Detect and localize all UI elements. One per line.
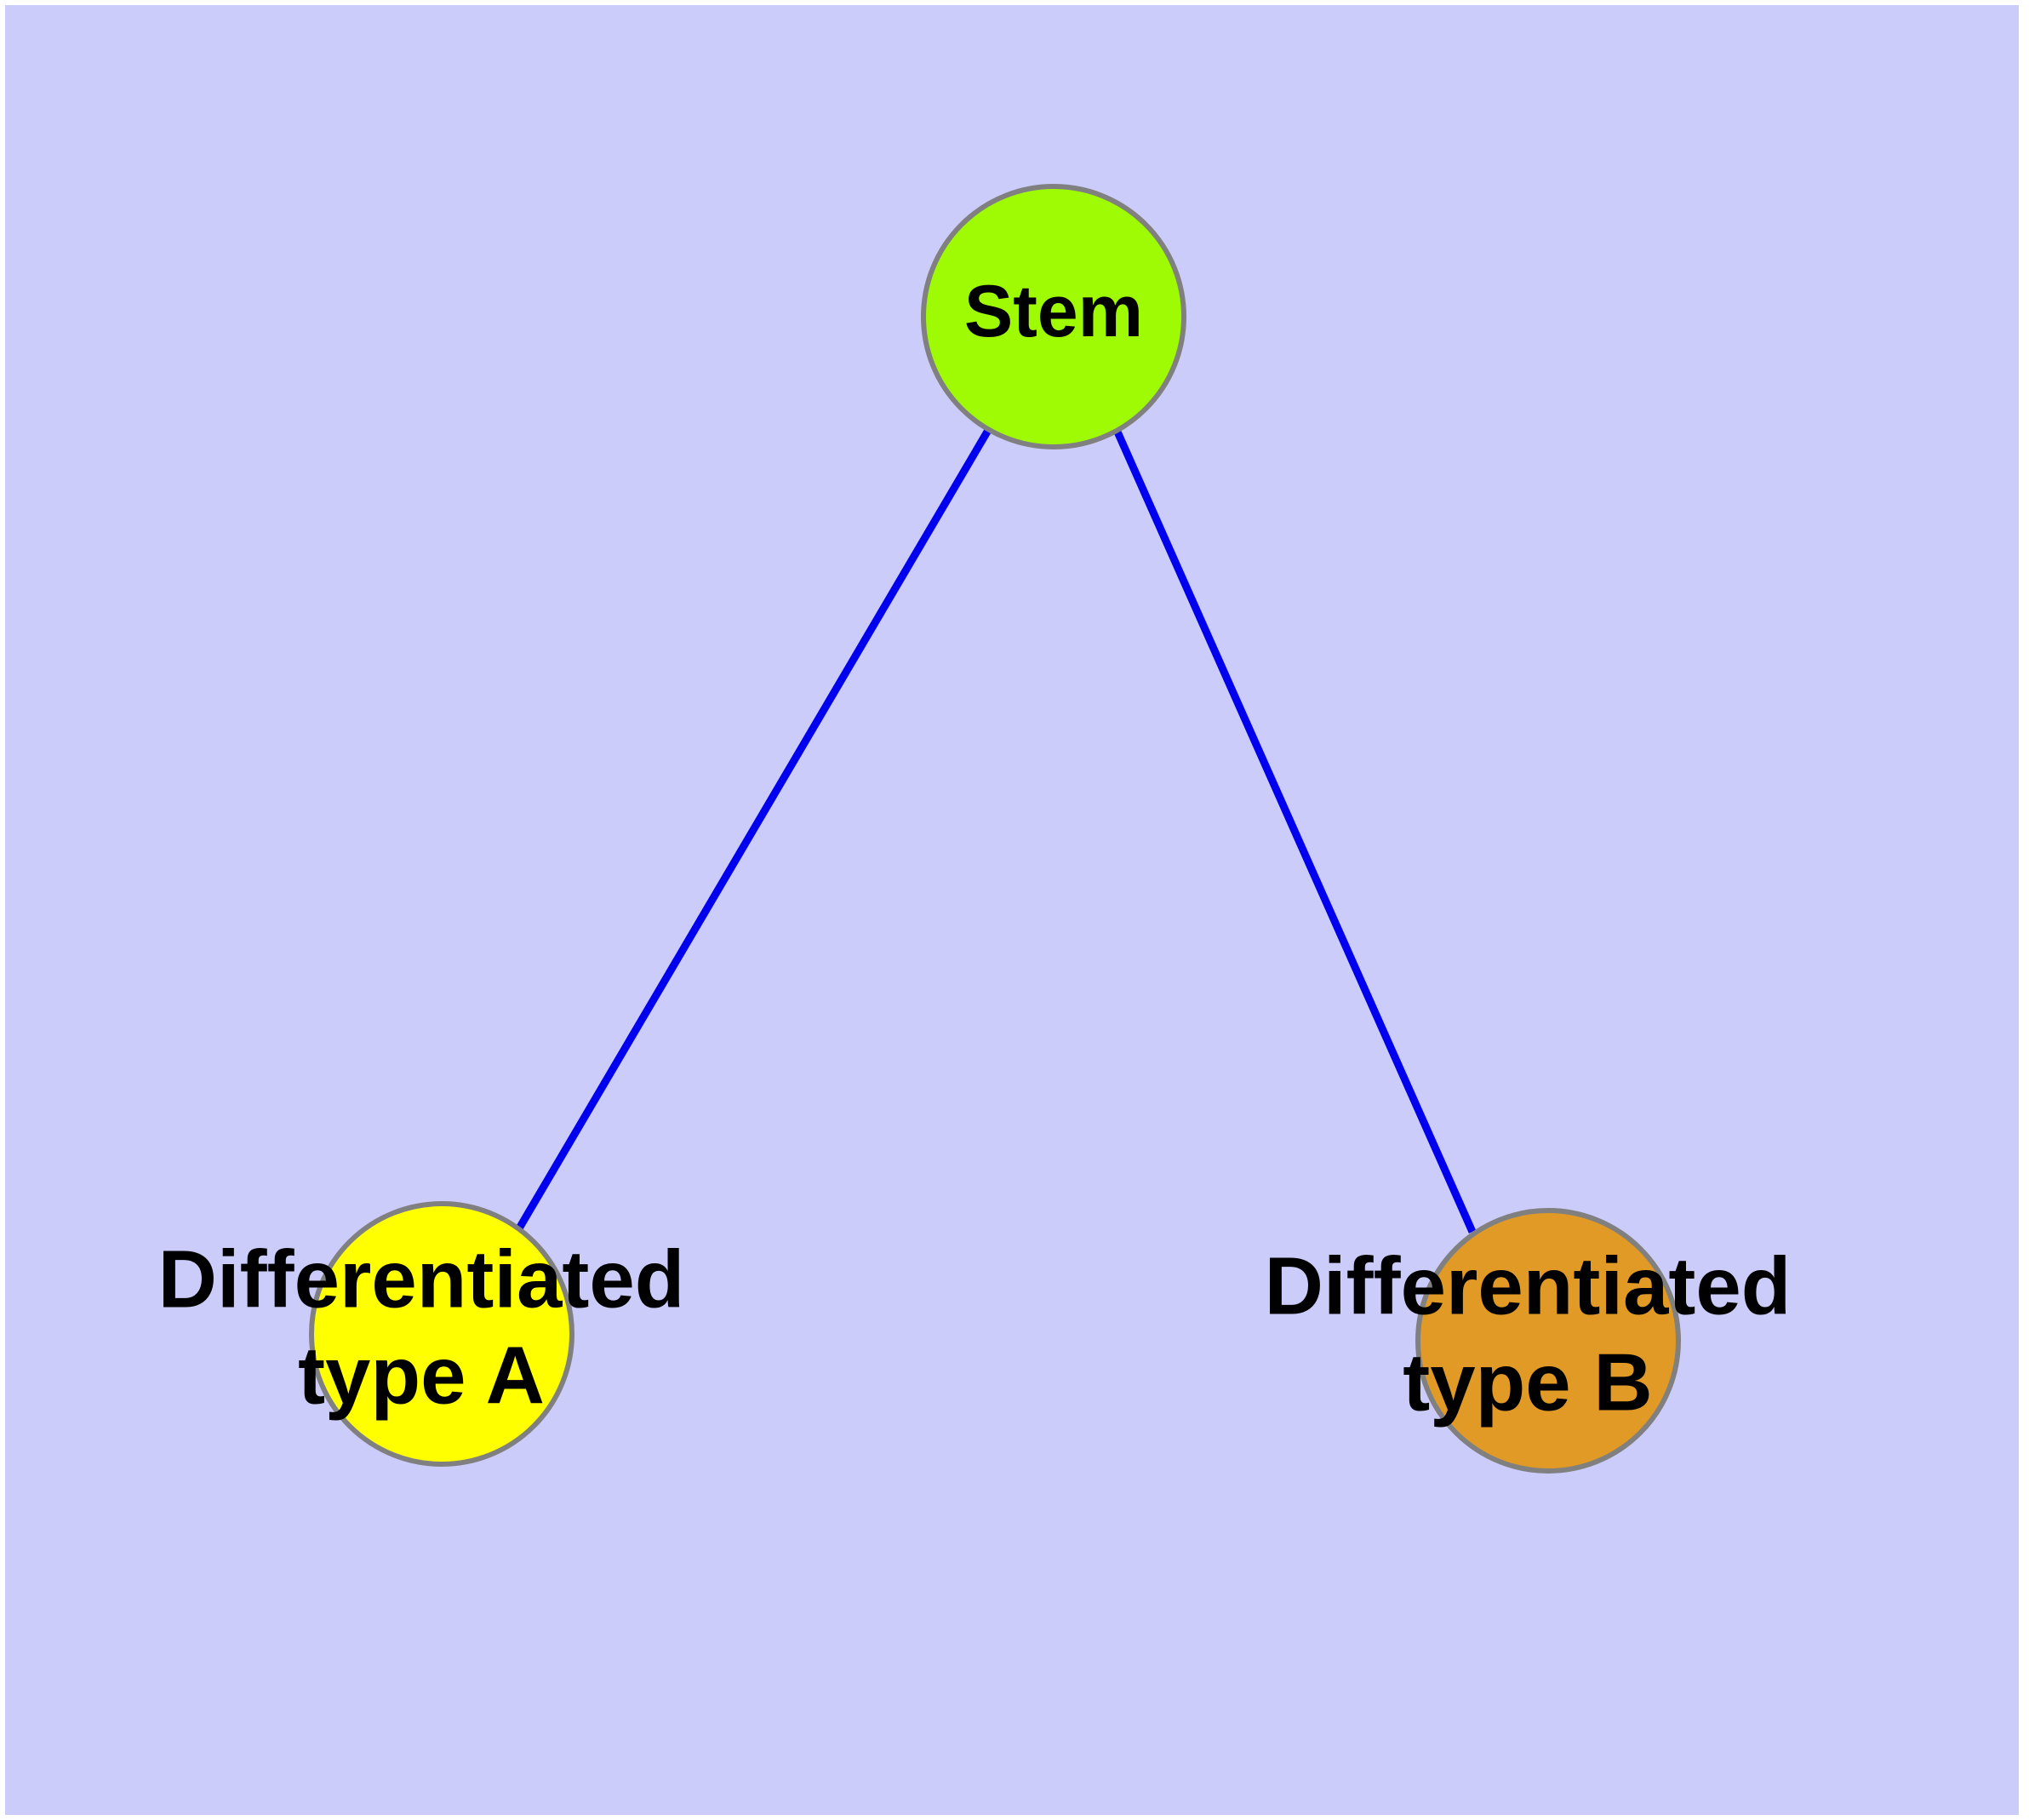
- edges-layer: [516, 425, 1477, 1233]
- nodes-layer: [309, 184, 1681, 1474]
- node-label-stem: Stem: [964, 271, 1143, 352]
- node-label-line: Differentiated: [1265, 1241, 1792, 1332]
- edge-stem-to-diff-b[interactable]: [1112, 428, 1477, 1233]
- node-label-line: type A: [298, 1331, 545, 1422]
- node-differentiated-type-a[interactable]: [309, 1201, 574, 1467]
- node-label-line: type B: [1403, 1337, 1652, 1428]
- node-differentiated-type-b[interactable]: [1415, 1208, 1681, 1474]
- node-label-line: Differentiated: [158, 1234, 685, 1325]
- node-label-line: Stem: [964, 271, 1143, 352]
- node-stem[interactable]: [921, 184, 1186, 449]
- edge-stem-to-diff-a[interactable]: [516, 425, 993, 1231]
